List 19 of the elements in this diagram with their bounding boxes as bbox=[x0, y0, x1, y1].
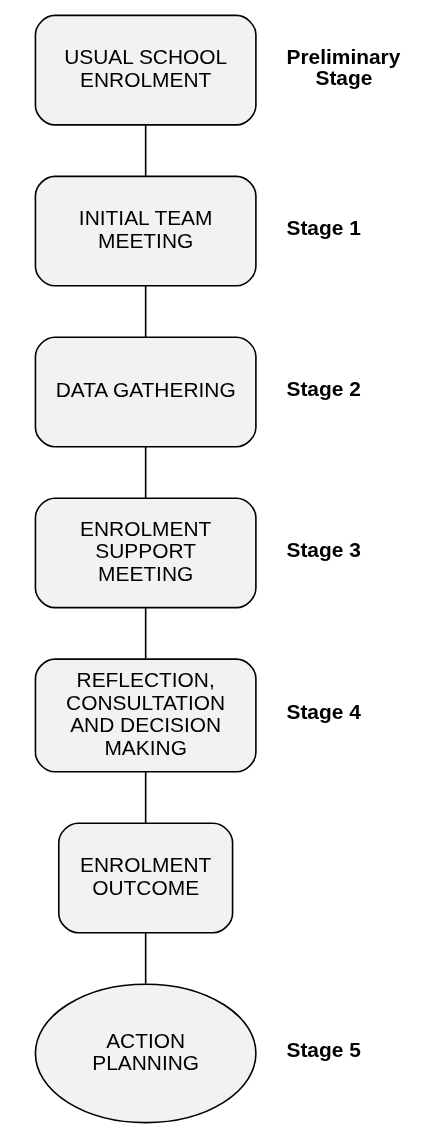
node-box: INITIAL TEAM MEETING bbox=[34, 175, 257, 287]
node-box: DATA GATHERING bbox=[34, 336, 257, 448]
node-box: REFLECTION, CONSULTATION AND DECISION MAKING bbox=[34, 658, 257, 773]
node-label: Stage 2 bbox=[286, 376, 361, 400]
node-box: ENROLMENT SUPPORT MEETING bbox=[34, 497, 257, 609]
connector bbox=[144, 771, 147, 824]
connector bbox=[144, 446, 147, 499]
node-ellipse: ACTION PLANNING bbox=[34, 983, 257, 1124]
connector bbox=[144, 932, 147, 985]
node-label: Stage 1 bbox=[286, 215, 361, 239]
node-label: Preliminary Stage bbox=[286, 45, 401, 90]
connector bbox=[144, 124, 147, 177]
node-box: ENROLMENT OUTCOME bbox=[57, 822, 234, 934]
node-label: Stage 5 bbox=[286, 1038, 361, 1062]
connector bbox=[144, 285, 147, 338]
connector bbox=[144, 607, 147, 660]
node-box: USUAL SCHOOL ENROLMENT bbox=[34, 14, 257, 126]
node-label: Stage 4 bbox=[286, 700, 361, 724]
node-label: Stage 3 bbox=[286, 537, 361, 561]
